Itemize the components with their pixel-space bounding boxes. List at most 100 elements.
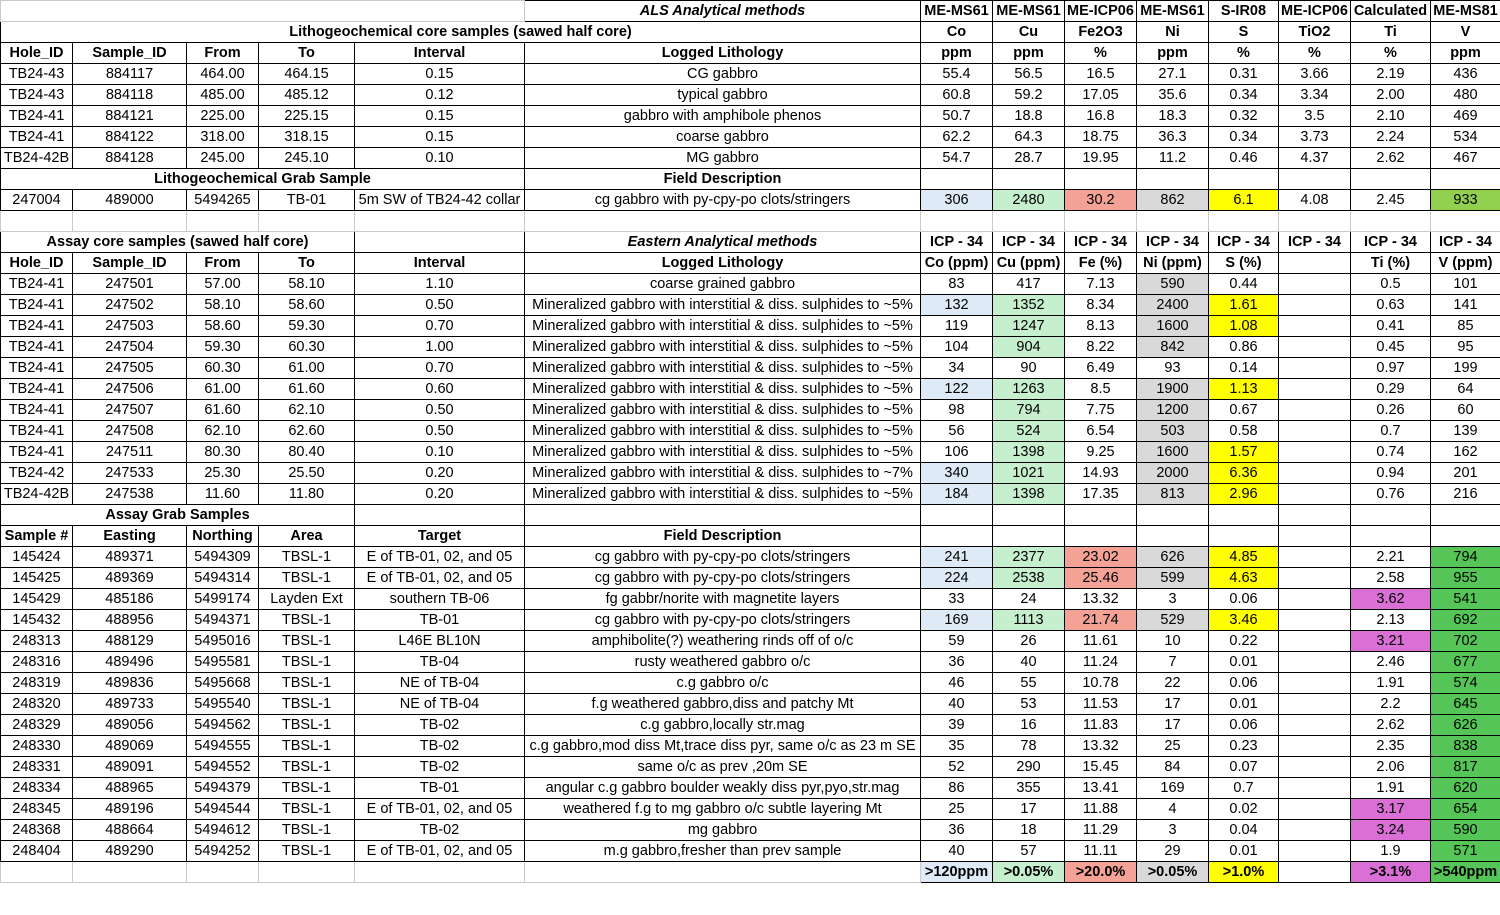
data-cell[interactable]: 3.66 <box>1278 63 1351 85</box>
data-cell[interactable]: 5494309 <box>186 546 259 568</box>
blank-cell[interactable] <box>1136 504 1209 526</box>
data-cell[interactable]: 248345 <box>0 798 73 820</box>
data-cell[interactable]: 132 <box>920 294 993 316</box>
data-cell[interactable]: 0.04 <box>1208 819 1279 841</box>
data-cell[interactable]: 0.32 <box>1208 105 1279 127</box>
data-cell[interactable]: 1263 <box>992 378 1065 400</box>
section-title[interactable]: Lithogeochemical Grab Sample <box>0 168 525 190</box>
data-cell[interactable]: 1.91 <box>1350 672 1431 694</box>
data-cell[interactable]: 0.14 <box>1208 357 1279 379</box>
data-cell[interactable]: 64.3 <box>992 126 1065 148</box>
data-cell[interactable]: TBSL-1 <box>258 840 355 862</box>
data-cell[interactable] <box>1278 546 1351 568</box>
data-cell[interactable]: cg gabbro with py-cpy-po clots/stringers <box>524 189 921 211</box>
data-cell[interactable]: 489056 <box>72 714 187 736</box>
data-cell[interactable]: 0.70 <box>354 357 525 379</box>
data-cell[interactable]: 9.25 <box>1064 441 1137 463</box>
column-header[interactable]: Logged Lithology <box>524 252 921 274</box>
data-cell[interactable]: 11.83 <box>1064 714 1137 736</box>
element-header[interactable]: S (%) <box>1208 252 1279 274</box>
data-cell[interactable]: 4.37 <box>1278 147 1351 169</box>
data-cell[interactable]: 0.74 <box>1350 441 1431 463</box>
data-cell[interactable]: 5494265 <box>186 189 259 211</box>
data-cell[interactable]: 247501 <box>72 273 187 295</box>
data-cell[interactable]: 17 <box>1136 693 1209 715</box>
data-cell[interactable]: 3.46 <box>1208 609 1279 631</box>
column-header[interactable]: Sample_ID <box>72 252 187 274</box>
data-cell[interactable]: 59.2 <box>992 84 1065 106</box>
data-cell[interactable]: 1398 <box>992 441 1065 463</box>
data-cell[interactable]: 306 <box>920 189 993 211</box>
data-cell[interactable]: 60 <box>1430 399 1500 421</box>
data-cell[interactable]: fg gabbr/norite with magnetite layers <box>524 588 921 610</box>
data-cell[interactable]: TB24-41 <box>0 378 73 400</box>
data-cell[interactable]: 248404 <box>0 840 73 862</box>
data-cell[interactable]: 2.35 <box>1350 735 1431 757</box>
method-header[interactable]: ICP - 34 <box>1430 231 1500 253</box>
data-cell[interactable]: 0.12 <box>354 84 525 106</box>
blank-cell[interactable] <box>1430 210 1500 232</box>
data-cell[interactable]: typical gabbro <box>524 84 921 106</box>
blank-cell[interactable] <box>524 504 921 526</box>
data-cell[interactable]: c.g gabbro,mod diss Mt,trace diss pyr, s… <box>524 735 921 757</box>
blank-cell[interactable] <box>186 210 259 232</box>
data-cell[interactable]: 7 <box>1136 651 1209 673</box>
data-cell[interactable]: 1113 <box>992 609 1065 631</box>
data-cell[interactable]: 106 <box>920 441 993 463</box>
unit-header[interactable]: ppm <box>1430 42 1500 64</box>
blank-cell[interactable] <box>992 504 1065 526</box>
data-cell[interactable]: 1.00 <box>354 336 525 358</box>
data-cell[interactable]: 25 <box>920 798 993 820</box>
data-cell[interactable]: 488956 <box>72 609 187 631</box>
data-cell[interactable]: MG gabbro <box>524 147 921 169</box>
data-cell[interactable]: 247506 <box>72 378 187 400</box>
data-cell[interactable]: 17.35 <box>1064 483 1137 505</box>
data-cell[interactable]: 620 <box>1430 777 1500 799</box>
data-cell[interactable]: 1.13 <box>1208 378 1279 400</box>
element-header[interactable]: V <box>1430 21 1500 43</box>
data-cell[interactable]: 8.34 <box>1064 294 1137 316</box>
data-cell[interactable]: 817 <box>1430 756 1500 778</box>
blank-cell[interactable] <box>72 210 187 232</box>
data-cell[interactable]: 464.00 <box>186 63 259 85</box>
data-cell[interactable]: 35.6 <box>1136 84 1209 106</box>
data-cell[interactable]: 2.45 <box>1350 189 1431 211</box>
column-header[interactable]: To <box>258 42 355 64</box>
threshold-legend[interactable]: >0.05% <box>1136 861 1209 883</box>
data-cell[interactable] <box>1278 693 1351 715</box>
data-cell[interactable]: 247511 <box>72 441 187 463</box>
data-cell[interactable]: 101 <box>1430 273 1500 295</box>
blank-cell[interactable] <box>1278 504 1351 526</box>
data-cell[interactable]: 25.30 <box>186 462 259 484</box>
blank-cell[interactable] <box>992 525 1065 547</box>
blank-cell[interactable] <box>1208 525 1279 547</box>
data-cell[interactable]: TBSL-1 <box>258 756 355 778</box>
data-cell[interactable]: 0.76 <box>1350 483 1431 505</box>
data-cell[interactable]: Mineralized gabbro with interstitial & d… <box>524 399 921 421</box>
element-header[interactable]: Fe (%) <box>1064 252 1137 274</box>
blank-cell[interactable] <box>1278 168 1351 190</box>
data-cell[interactable]: 0.94 <box>1350 462 1431 484</box>
column-header[interactable]: From <box>186 42 259 64</box>
blank-cell[interactable] <box>1064 525 1137 547</box>
blank-cell[interactable] <box>1208 168 1279 190</box>
data-cell[interactable]: 838 <box>1430 735 1500 757</box>
data-cell[interactable]: 2.2 <box>1350 693 1431 715</box>
method-header[interactable]: Calculated <box>1350 0 1431 22</box>
data-cell[interactable] <box>1278 399 1351 421</box>
data-cell[interactable]: 60.30 <box>186 357 259 379</box>
data-cell[interactable]: 60.8 <box>920 84 993 106</box>
data-cell[interactable]: same o/c as prev ,20m SE <box>524 756 921 778</box>
method-header[interactable]: ICP - 34 <box>992 231 1065 253</box>
data-cell[interactable]: 488965 <box>72 777 187 799</box>
data-cell[interactable]: 503 <box>1136 420 1209 442</box>
data-cell[interactable]: 27.1 <box>1136 63 1209 85</box>
data-cell[interactable]: 794 <box>1430 546 1500 568</box>
data-cell[interactable]: E of TB-01, 02, and 05 <box>354 798 525 820</box>
methods-label[interactable]: ALS Analytical methods <box>524 0 921 22</box>
data-cell[interactable]: 225.15 <box>258 105 355 127</box>
data-cell[interactable]: 3 <box>1136 588 1209 610</box>
blank-cell[interactable] <box>1064 504 1137 526</box>
data-cell[interactable]: cg gabbro with py-cpy-po clots/stringers <box>524 567 921 589</box>
unit-header[interactable]: ppm <box>992 42 1065 64</box>
